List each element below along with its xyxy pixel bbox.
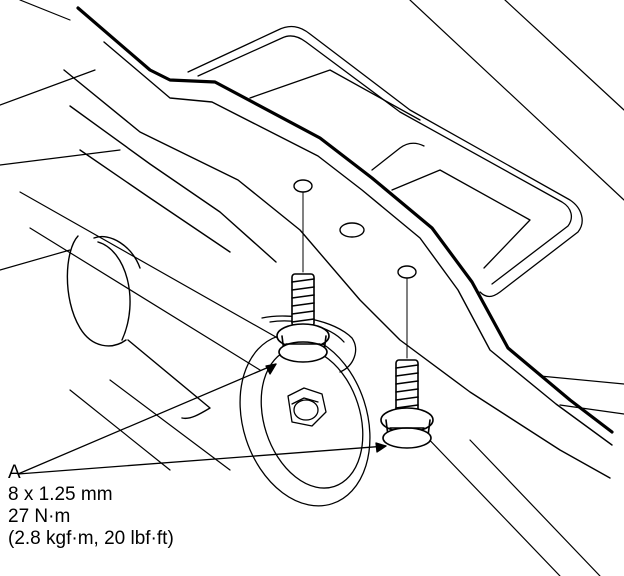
- raised-panel: [187, 25, 583, 298]
- bolt-a-right: [380, 359, 434, 449]
- bracket-holes: [293, 179, 417, 279]
- torque-alt-units-text: (2.8 kgf·m, 20 lbf·ft): [8, 528, 174, 549]
- bolt-a-left: [276, 273, 330, 363]
- alignment-lines: [302, 191, 408, 359]
- mount-bushing: [66, 235, 211, 420]
- callout-label-a: A: [8, 462, 21, 483]
- frame-bracket: [63, 6, 614, 479]
- callout-leaders: [17, 363, 387, 475]
- torque-nm-text: 27 N·m: [8, 506, 71, 527]
- bolt-size-text: 8 x 1.25 mm: [8, 484, 113, 505]
